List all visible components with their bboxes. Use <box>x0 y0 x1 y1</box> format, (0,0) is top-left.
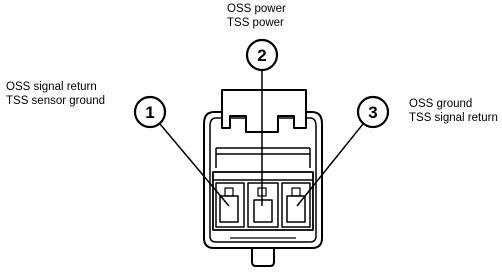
callout-2-circle <box>245 38 279 72</box>
cavity-block <box>212 171 314 231</box>
bottom-key <box>251 248 275 267</box>
pin-3-cavity <box>281 182 311 228</box>
callout-3-number: 3 <box>368 103 377 122</box>
pin-1-line-2: TSS sensor ground <box>6 95 106 107</box>
pin-3-leader <box>296 123 364 207</box>
pin-2-description: OSS power TSS power <box>227 2 286 30</box>
housing-outline <box>203 111 323 249</box>
pin-1-cavity <box>215 182 245 228</box>
pin-2-line-1: OSS power <box>227 3 286 15</box>
pin-2-cavity <box>247 182 279 228</box>
callout-1-number: 1 <box>145 103 154 122</box>
locking-tab <box>221 89 307 133</box>
housing-inner-outline <box>209 117 317 243</box>
pin-3-line-1: OSS ground <box>409 98 473 110</box>
pin-1-leader <box>159 123 230 207</box>
pin-3-line-2: TSS signal return <box>409 112 498 124</box>
callout-3-circle <box>356 95 390 129</box>
pin-2-line-2: TSS power <box>227 17 284 29</box>
pin-1-description: OSS signal return TSS sensor ground <box>6 80 105 108</box>
callout-2-number: 2 <box>257 46 266 65</box>
callout-1-circle <box>133 95 167 129</box>
pin-1-line-1: OSS signal return <box>6 81 97 93</box>
pin-3-description: OSS ground TSS signal return <box>409 97 498 125</box>
